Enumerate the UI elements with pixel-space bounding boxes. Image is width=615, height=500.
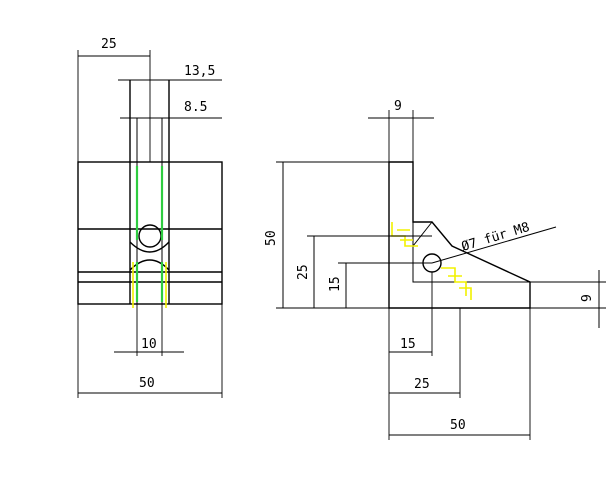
front-body-outline bbox=[77, 161, 223, 305]
front-slot-curve-top bbox=[129, 241, 170, 253]
front-slot-curve-bottom bbox=[129, 259, 170, 271]
dim-label-50-front: 50 bbox=[139, 376, 155, 391]
dim-label-15-vertical: 15 bbox=[328, 276, 343, 292]
front-yellow-hatch bbox=[132, 262, 167, 308]
dim-label-10: 10 bbox=[141, 337, 157, 352]
dim-label-8-5: 8.5 bbox=[184, 100, 207, 115]
dim-label-50-vertical: 50 bbox=[264, 230, 279, 246]
dim-label-50-bottom: 50 bbox=[450, 418, 466, 433]
front-green-hatch bbox=[135, 166, 164, 302]
side-yellow-hatch bbox=[391, 222, 472, 300]
dim-label-25-bottom: 25 bbox=[414, 377, 430, 392]
hole-note: Ø7 für M8 bbox=[460, 220, 532, 255]
dim-label-25-vertical: 25 bbox=[296, 264, 311, 280]
dim-label-9-top: 9 bbox=[394, 99, 402, 114]
side-inner-lines bbox=[412, 222, 530, 283]
front-view: 25 13,5 8.5 10 50 bbox=[77, 37, 223, 398]
dim-label-9-right: 9 bbox=[580, 294, 595, 302]
hole-leader-line bbox=[431, 226, 557, 264]
side-profile-outline bbox=[388, 161, 531, 309]
side-view: 9 50 25 15 Ø7 für M8 9 15 25 5 bbox=[264, 99, 606, 440]
dim-label-15-bottom: 15 bbox=[400, 337, 416, 352]
dim-label-13-5: 13,5 bbox=[184, 64, 215, 79]
dim-label-25-top: 25 bbox=[101, 37, 117, 52]
